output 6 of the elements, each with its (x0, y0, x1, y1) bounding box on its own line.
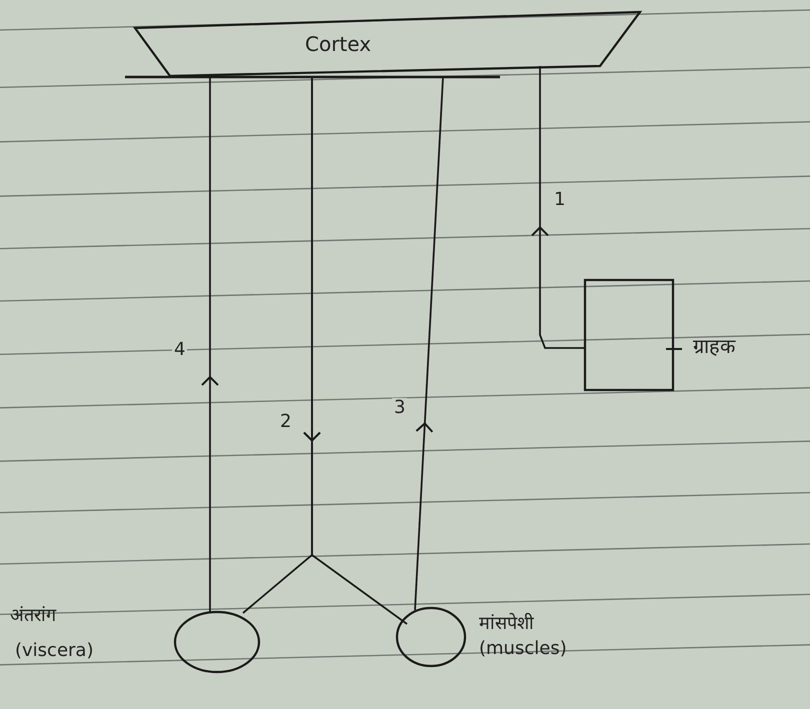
organ-label: अंतरांग (10, 604, 56, 626)
organ-label: मांसपेशी (479, 612, 534, 634)
organ-label: (muscles) (479, 638, 567, 659)
node-label: Cortex (305, 32, 372, 56)
node-label: ग्राहक (693, 333, 735, 359)
organ-label: (viscera) (15, 640, 94, 661)
